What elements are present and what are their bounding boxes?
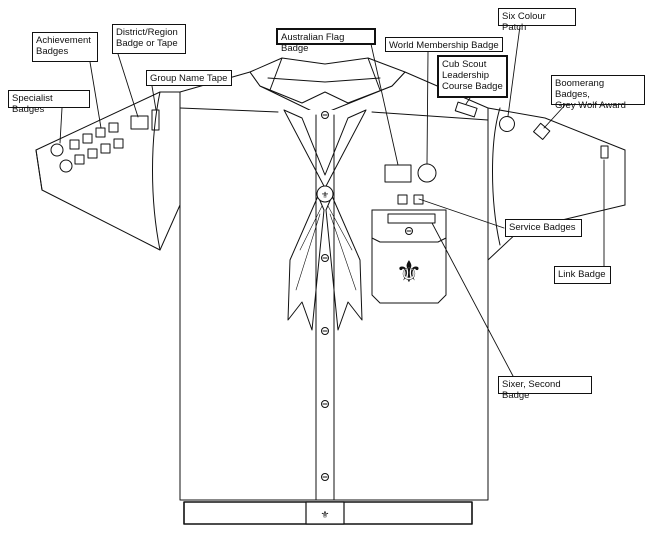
left-sleeve-seam: [152, 91, 161, 251]
scout-emblem-icon: ⚜: [321, 510, 330, 521]
left-sleeve-badges: [50, 109, 160, 173]
boomerang-badges-label: Boomerang Badges, Grey Wolf Award: [551, 75, 645, 111]
shirt-button: [321, 400, 329, 408]
woggle-emblem-icon: ⚜: [321, 190, 329, 200]
district-region-label: District/Region Badge or Tape: [112, 24, 186, 54]
link-badge-label: Link Badge: [554, 266, 611, 284]
specialist-badge: [69, 139, 80, 150]
collar-points: [269, 57, 381, 91]
specialist-badge-round: [50, 143, 64, 157]
right-yoke-seam: [371, 111, 489, 121]
pocket-flap: [371, 209, 447, 243]
australian-flag-badge: [384, 164, 412, 183]
collar: [249, 57, 406, 104]
cub-scout-course-badge: [454, 101, 478, 118]
group-name-tape-label: Group Name Tape: [146, 70, 232, 86]
group-name-tape: [151, 109, 160, 131]
leader-lines: [59, 25, 605, 377]
service-badge: [413, 194, 424, 205]
world-membership-badge: [417, 163, 437, 183]
six-colour-patch: [499, 116, 515, 132]
six-colour-patch-label: Six Colour Patch: [498, 8, 576, 33]
left-sleeve-cuff: [35, 149, 43, 191]
shirt-button: [321, 111, 329, 119]
specialist-badge: [82, 133, 93, 144]
specialist-badge: [100, 143, 111, 154]
specialist-badges-label: Specialist Badges: [8, 90, 90, 115]
service-badge: [397, 194, 408, 205]
sixer-second-badge-label: Sixer, Second Badge: [498, 376, 592, 401]
left-sleeve: [35, 91, 181, 251]
fleur-de-lis-icon: ⚜: [396, 256, 423, 289]
specialist-badge: [108, 122, 119, 133]
specialist-badge: [87, 148, 98, 159]
cub-scout-leadership-label: Cub Scout Leadership Course Badge: [437, 55, 508, 98]
link-badge: [600, 145, 609, 159]
specialist-badge: [113, 138, 124, 149]
shirt-button: [321, 473, 329, 481]
belt-buckle: [305, 501, 345, 525]
left-yoke-seam: [179, 107, 279, 113]
button-placket: [315, 114, 335, 501]
specialist-badge-round: [59, 159, 73, 173]
shirt-buttons: [321, 111, 329, 481]
pocket-button: [405, 227, 413, 235]
service-badges-label: Service Badges: [505, 219, 582, 237]
specialist-badge: [95, 127, 106, 138]
sixer-badge: [387, 213, 436, 224]
right-sleeve-seam: [492, 107, 501, 246]
shirt-button: [321, 254, 329, 262]
woggle: [316, 185, 334, 203]
shirt-button: [321, 327, 329, 335]
collar-inner: [267, 77, 381, 83]
district-badge: [130, 115, 149, 130]
australian-flag-badge-label: Australian Flag Badge: [276, 28, 376, 54]
neckerchief-tail-lines: [295, 205, 357, 291]
specialist-badge: [74, 154, 85, 165]
achievement-badges-label: Achievement Badges: [32, 32, 98, 62]
world-membership-badge-label: World Membership Badge: [385, 37, 503, 52]
